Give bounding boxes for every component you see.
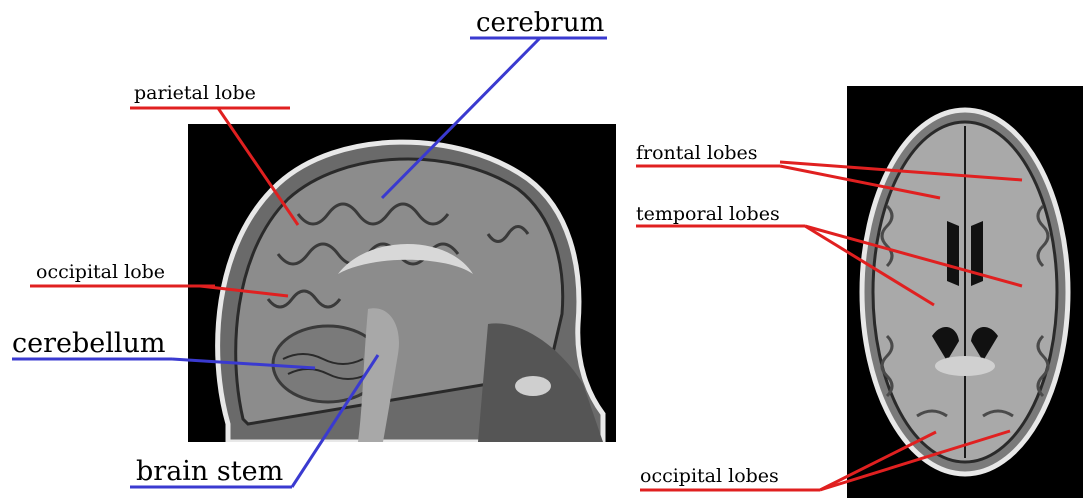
label-brain-stem: brain stem [136,458,283,485]
axial-mri-image [847,86,1083,498]
label-temporal-lobes: temporal lobes [636,205,780,224]
label-frontal-lobes: frontal lobes [636,144,758,163]
label-occipital-lobe: occipital lobe [36,263,165,282]
label-occipital-lobes: occipital lobes [640,467,779,486]
label-parietal-lobe: parietal lobe [134,84,256,103]
sagittal-brain-drawing [188,124,616,442]
label-cerebellum: cerebellum [12,330,166,357]
sagittal-mri-image [188,124,616,442]
label-cerebrum: cerebrum [476,10,604,36]
axial-brain-drawing [847,86,1083,498]
